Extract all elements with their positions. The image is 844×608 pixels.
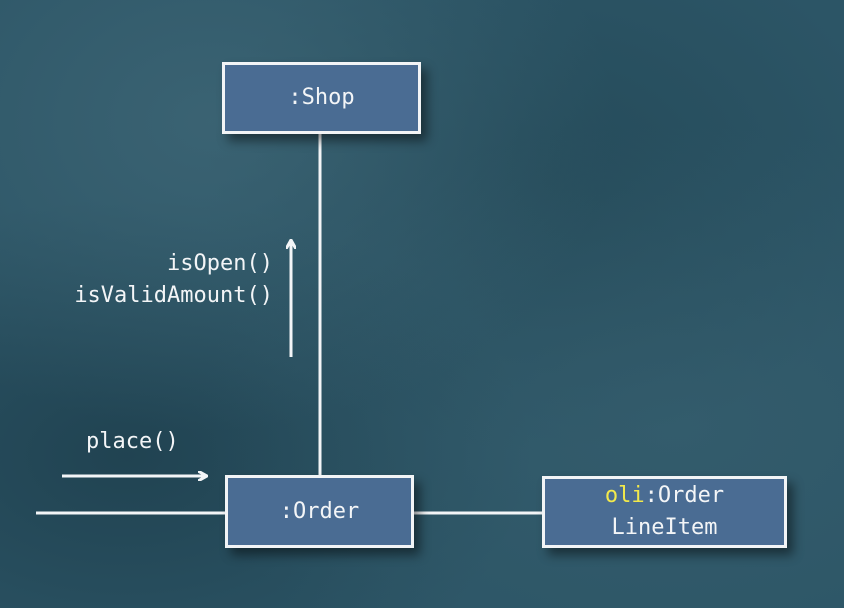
message-is-open: isOpen() <box>167 251 273 276</box>
shop-object-label: :Shop <box>288 85 355 110</box>
order-line-item-label-line2: LineItem <box>611 515 718 540</box>
order-object-box: :Order <box>225 475 414 548</box>
message-place: place() <box>86 429 179 454</box>
order-line-item-class-part1: :Order <box>644 483 725 508</box>
order-object-label: :Order <box>279 498 360 524</box>
order-line-item-label-line1: oli:Order <box>605 480 724 512</box>
message-is-valid-amount: isValidAmount() <box>74 283 273 308</box>
shop-object-box: :Shop <box>222 62 421 134</box>
order-line-item-object-box: oli:Order LineItem <box>542 476 787 548</box>
order-line-item-instance-name: oli <box>604 483 645 508</box>
